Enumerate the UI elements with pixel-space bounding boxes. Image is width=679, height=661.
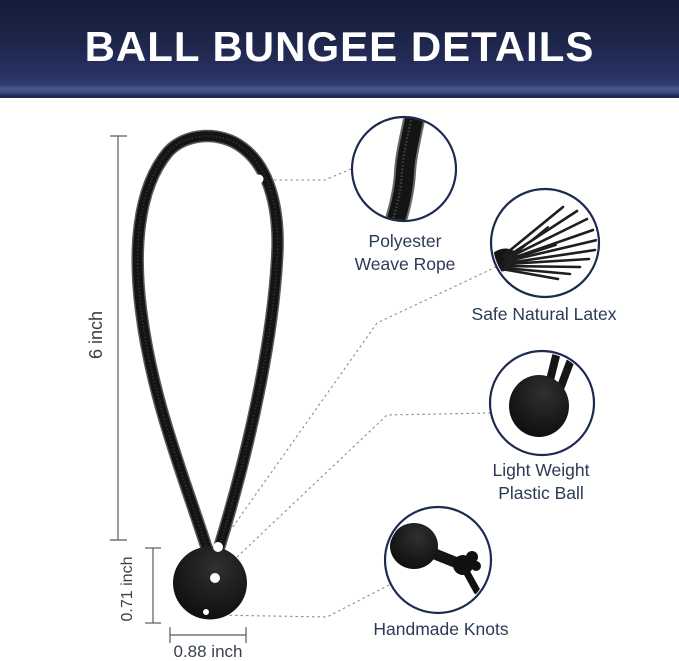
latex-strands-callout: [489, 187, 601, 299]
dimension-label-ball-height: 0.71 inch: [119, 556, 136, 622]
leader-line-plastic-ball: [216, 412, 492, 577]
rope-marker-dot: [254, 174, 264, 184]
dimension-lines: [110, 135, 247, 643]
leader-line-rope: [263, 168, 352, 181]
rope-closeup-callout: [350, 115, 458, 223]
dimension-label-loop-height: 6 inch: [86, 310, 106, 360]
ball-bottom-marker-dot: [203, 609, 209, 615]
ball-center-marker-dot: [210, 573, 220, 583]
bungee-loop-illustration: [131, 129, 284, 620]
ball-top-marker-dot: [213, 542, 223, 552]
callout-label-plastic-ball: Light Weight Plastic Ball: [492, 460, 590, 503]
header-banner: BALL BUNGEE DETAILS: [0, 0, 679, 98]
callout-label-rope: Polyester Weave Rope: [354, 231, 456, 274]
callout-label-latex: Safe Natural Latex: [471, 304, 617, 324]
callout-label-knots: Handmade Knots: [373, 619, 509, 639]
page-title: BALL BUNGEE DETAILS: [84, 23, 595, 70]
bungee-ball: [173, 546, 247, 620]
plastic-ball-callout: [488, 349, 596, 457]
leader-line-latex: [219, 266, 497, 546]
knot-callout: [383, 505, 493, 615]
dimension-label-ball-width: 0.88 inch: [173, 642, 243, 661]
leader-lines: [212, 168, 497, 618]
